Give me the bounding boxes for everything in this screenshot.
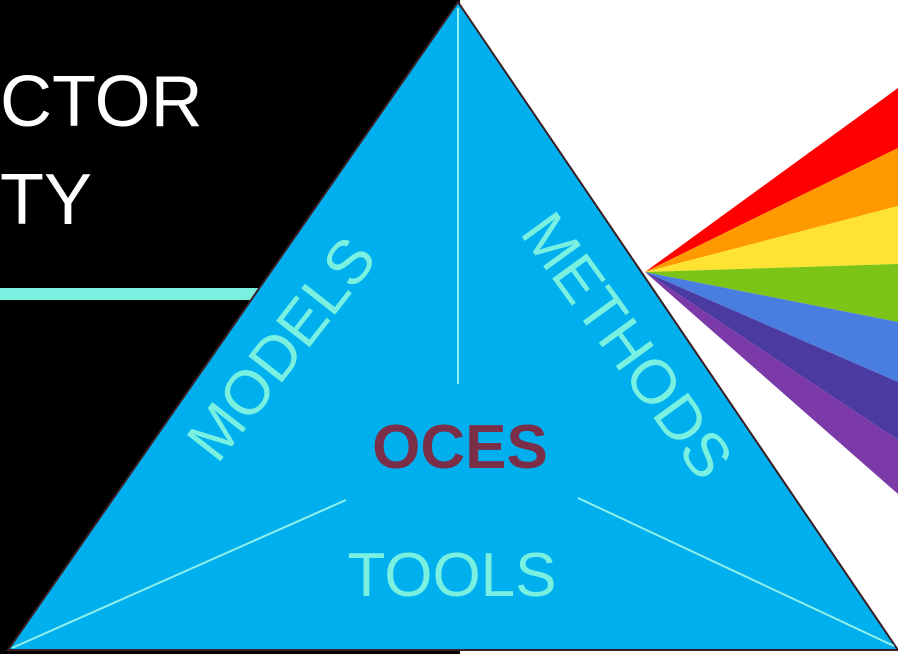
spectrum-beam-red [645, 88, 898, 272]
prism-dividers [11, 8, 895, 649]
spectrum-beam-orange [645, 148, 898, 272]
accent-rule [0, 288, 262, 300]
prism-triangle [6, 0, 898, 651]
spectrum-beam-violet [645, 272, 898, 494]
spectrum-beam-yellow [645, 206, 898, 272]
spectrum-beams [645, 88, 898, 494]
heading-line-1: CTOR [0, 62, 203, 142]
tools-label: TOOLS [347, 541, 556, 610]
divider-lower-right [577, 497, 895, 647]
center-label: OCES [372, 413, 548, 482]
divider-lower-left [11, 499, 347, 649]
heading-line-2: TY [0, 160, 93, 240]
spectrum-beam-green [645, 264, 898, 322]
